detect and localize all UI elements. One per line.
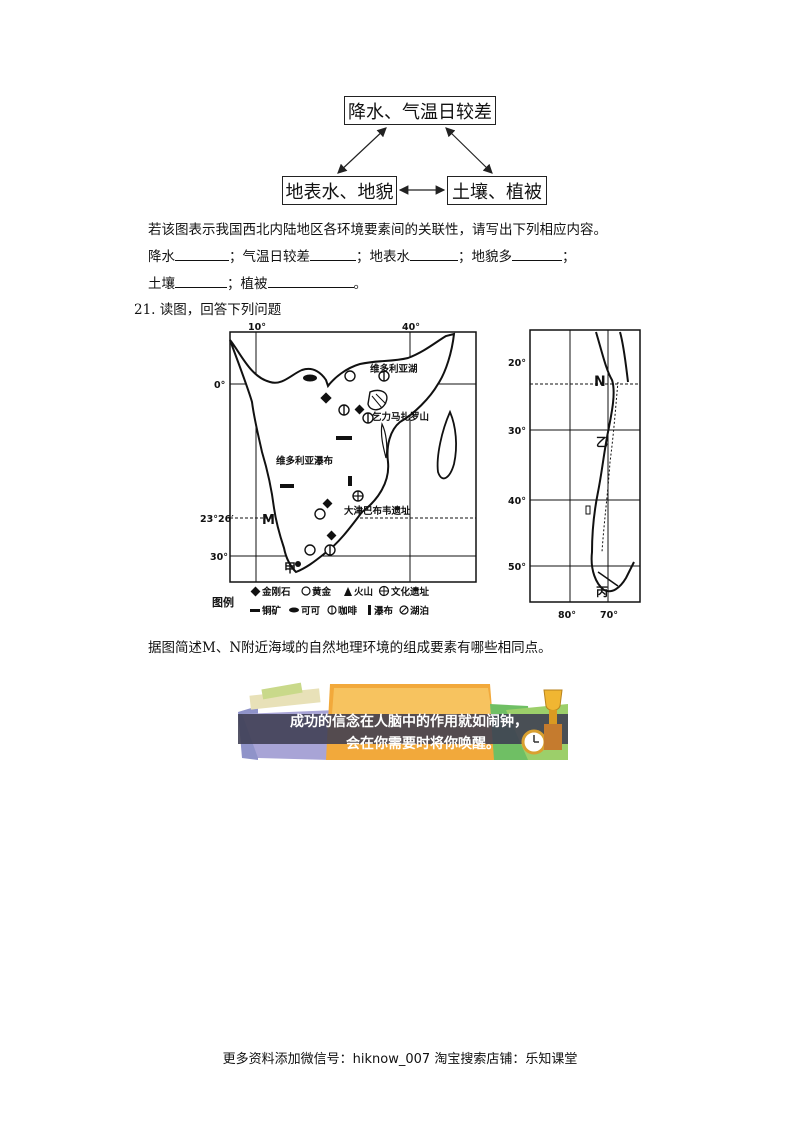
legend-volcano: 火山 xyxy=(354,586,373,598)
sa-lat-30: 30° xyxy=(508,426,526,437)
blank-soil[interactable] xyxy=(175,275,227,288)
label-soil: 土壤 xyxy=(148,276,175,292)
legend-diamond: 金刚石 xyxy=(261,586,291,598)
q20-intro: 若该图表示我国西北内陆地区各环境要素间的关联性，请写出下列相应内容。 xyxy=(148,222,607,238)
blank-veg[interactable] xyxy=(267,275,354,288)
label-temp: ；气温日较差 xyxy=(229,249,310,265)
footer-note: 更多资料添加微信号：hiknow_007 淘宝搜索店铺：乐知课堂 xyxy=(222,1052,578,1067)
diagram-arrows xyxy=(337,127,493,195)
legend-copper: 铜矿 xyxy=(262,605,282,617)
label-jia: 甲 xyxy=(284,561,296,575)
label-end1: ； xyxy=(562,249,576,265)
sa-lat-50: 50° xyxy=(508,562,526,573)
label-landform: ；地貌多 xyxy=(458,249,512,265)
q21-question: 据图简述M、N附近海域的自然地理环境的组成要素有哪些相同点。 xyxy=(148,640,552,656)
legend-title: 图例 xyxy=(212,595,234,609)
lon-10: 10° xyxy=(248,322,266,333)
lat-30: 30° xyxy=(210,552,228,563)
trophy-icon xyxy=(543,689,563,711)
sa-label-yi: 乙 xyxy=(596,435,608,449)
diagram-top-box: 降水、气温日较差 xyxy=(344,96,496,125)
sa-label-N: N xyxy=(594,374,606,390)
lon-40: 40° xyxy=(402,322,420,333)
blank-rain[interactable] xyxy=(175,248,229,261)
label-kilimanjaro: 乞力马扎罗山 xyxy=(372,411,429,423)
legend-culture: 文化遗址 xyxy=(390,586,430,598)
label-victoria-falls: 维多利亚瀑布 xyxy=(276,455,334,467)
diagram-top-text: 降水、气温日较差 xyxy=(348,101,492,123)
legend-gold: 黄金 xyxy=(312,586,332,598)
south-america-map: 20° 30° 40° 50° 80° 70° N 乙 丙 xyxy=(508,329,641,621)
sa-lon-80: 80° xyxy=(558,610,576,621)
blank-temp[interactable] xyxy=(310,248,356,261)
africa-map: 10° 40° 0° 23°26′ 30° 维多利亚湖 乞力马扎罗山 维多利亚瀑… xyxy=(200,322,477,617)
sa-lat-20: 20° xyxy=(508,358,526,369)
label-zimbabwe: 大津巴布韦遗址 xyxy=(344,505,411,517)
diagram-left-box: 地表水、地貌 xyxy=(282,176,397,205)
label-end2: 。 xyxy=(353,276,368,292)
label-victoria-lake: 维多利亚湖 xyxy=(370,363,418,375)
arrow-top-left xyxy=(337,127,387,174)
legend-coffee: 咖啡 xyxy=(338,605,358,617)
q21-number: 21. xyxy=(134,302,156,318)
label-rain: 降水 xyxy=(148,249,175,265)
sa-lat-40: 40° xyxy=(508,496,526,507)
label-veg: ；植被 xyxy=(227,276,268,292)
motivation-banner: 成功的信念在人脑中的作用就如闹钟， 会在你需要时将你唤醒。 xyxy=(238,682,568,760)
legend-lake: 湖泊 xyxy=(410,605,429,617)
label-water: ；地表水 xyxy=(356,249,410,265)
q21-title: 读图，回答下列问题 xyxy=(159,302,282,318)
lat-0: 0° xyxy=(214,380,225,391)
diagram-left-text: 地表水、地貌 xyxy=(285,181,394,203)
blank-water[interactable] xyxy=(410,248,458,261)
arrow-top-right xyxy=(445,127,493,174)
q20-line2: 土壤 ；植被 。 xyxy=(148,272,367,292)
blank-landform[interactable] xyxy=(512,248,562,261)
sa-lon-70: 70° xyxy=(600,610,618,621)
q21-heading: 21. 读图，回答下列问题 xyxy=(134,298,281,318)
legend-cocoa: 可可 xyxy=(301,606,321,617)
legend-falls: 瀑布 xyxy=(374,605,394,617)
diagram-right-box: 土壤、植被 xyxy=(447,176,547,205)
africa-coast xyxy=(229,332,456,574)
banner-line1: 成功的信念在人脑中的作用就如闹钟， xyxy=(290,713,528,730)
label-M: M xyxy=(262,513,275,528)
diagram-right-text: 土壤、植被 xyxy=(452,181,542,203)
sa-coast xyxy=(590,331,635,593)
sa-label-bing: 丙 xyxy=(596,585,608,599)
lat-2326: 23°26′ xyxy=(200,514,234,525)
banner-line2: 会在你需要时将你唤醒。 xyxy=(346,735,500,752)
q20-line1: 降水 ；气温日较差 ；地表水 ；地貌多 ； xyxy=(148,245,576,265)
